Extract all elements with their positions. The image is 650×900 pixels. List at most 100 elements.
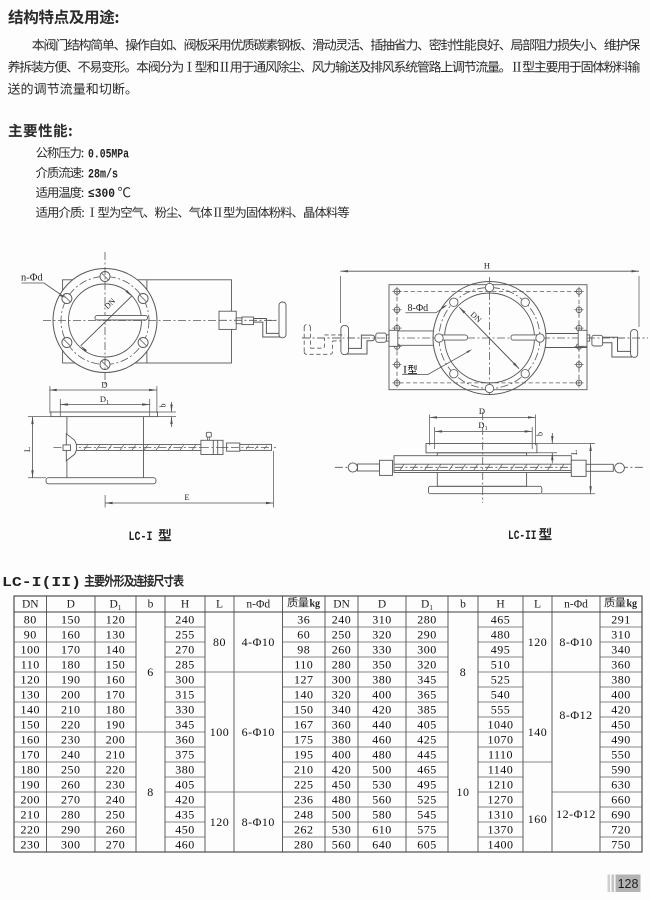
svg-text:98: 98 — [297, 642, 310, 656]
svg-text:250: 250 — [61, 762, 81, 776]
svg-text:375: 375 — [175, 747, 195, 761]
svg-text:240: 240 — [61, 747, 81, 761]
svg-text:220: 220 — [106, 762, 126, 776]
svg-text:1110: 1110 — [488, 747, 513, 761]
svg-text:n-Φd: n-Φd — [246, 599, 270, 611]
svg-text:200: 200 — [61, 687, 81, 701]
svg-text:330: 330 — [372, 642, 392, 656]
svg-text:345: 345 — [417, 672, 437, 686]
svg-text:150: 150 — [106, 657, 126, 671]
svg-text:110: 110 — [294, 657, 313, 671]
svg-text:150: 150 — [61, 612, 81, 626]
svg-text:b: b — [460, 599, 466, 611]
svg-text:28m/s: 28m/s — [88, 167, 118, 181]
svg-text:240: 240 — [175, 612, 195, 626]
svg-text:225: 225 — [294, 777, 314, 791]
svg-text:1310: 1310 — [488, 807, 514, 821]
svg-text:750: 750 — [611, 837, 631, 851]
svg-text:285: 285 — [175, 657, 195, 671]
svg-text:450: 450 — [332, 777, 352, 791]
svg-text:100: 100 — [21, 642, 41, 656]
svg-text:220: 220 — [61, 717, 81, 731]
svg-text:290: 290 — [61, 822, 81, 836]
svg-text:280: 280 — [294, 837, 314, 851]
svg-text:460: 460 — [372, 732, 392, 746]
svg-text:b: b — [536, 432, 545, 436]
svg-text:1210: 1210 — [488, 777, 514, 791]
svg-text:300: 300 — [417, 642, 437, 656]
svg-text:360: 360 — [332, 717, 352, 731]
svg-text:H: H — [181, 599, 189, 611]
svg-text:290: 290 — [417, 627, 437, 641]
svg-text:260: 260 — [106, 822, 126, 836]
svg-text:330: 330 — [175, 702, 195, 716]
svg-text:8-Φ12: 8-Φ12 — [559, 708, 592, 722]
svg-text:385: 385 — [417, 702, 437, 716]
svg-text:525: 525 — [417, 792, 437, 806]
svg-text:300: 300 — [332, 672, 352, 686]
svg-text:8: 8 — [147, 785, 154, 799]
svg-text:195: 195 — [294, 747, 314, 761]
svg-text:190: 190 — [21, 777, 41, 791]
svg-text:280: 280 — [417, 612, 437, 626]
svg-text:1400: 1400 — [488, 837, 514, 851]
svg-text:525: 525 — [491, 672, 511, 686]
svg-text:1270: 1270 — [488, 792, 514, 806]
svg-text:kg: kg — [627, 599, 638, 610]
svg-text:36: 36 — [297, 612, 310, 626]
svg-text:110: 110 — [21, 657, 40, 671]
svg-text:DN: DN — [469, 310, 484, 325]
svg-text:500: 500 — [372, 762, 392, 776]
svg-text:140: 140 — [528, 725, 548, 739]
svg-text:128: 128 — [618, 877, 639, 891]
svg-text:560: 560 — [332, 837, 352, 851]
svg-text:167: 167 — [294, 717, 314, 731]
svg-text:250: 250 — [106, 807, 126, 821]
svg-text:540: 540 — [491, 687, 511, 701]
svg-text:DN: DN — [22, 599, 39, 611]
svg-text:310: 310 — [611, 627, 631, 641]
svg-text:530: 530 — [332, 822, 352, 836]
svg-text:8: 8 — [460, 665, 467, 679]
svg-text:580: 580 — [372, 807, 392, 821]
svg-text:1370: 1370 — [488, 822, 514, 836]
svg-text:1070: 1070 — [488, 732, 514, 746]
svg-text:270: 270 — [106, 837, 126, 851]
svg-text:420: 420 — [611, 702, 631, 716]
svg-text:170: 170 — [21, 747, 41, 761]
svg-text:D: D — [378, 599, 386, 611]
svg-text:345: 345 — [175, 717, 195, 731]
svg-text:120: 120 — [210, 815, 230, 829]
svg-text:380: 380 — [175, 762, 195, 776]
svg-text:340: 340 — [611, 642, 631, 656]
svg-text:400: 400 — [332, 747, 352, 761]
svg-text:250: 250 — [332, 627, 352, 641]
svg-text:D: D — [67, 599, 75, 611]
svg-text:170: 170 — [106, 687, 126, 701]
svg-text:605: 605 — [417, 837, 437, 851]
svg-text:1140: 1140 — [488, 762, 514, 776]
svg-text:400: 400 — [611, 687, 631, 701]
svg-text:E: E — [184, 492, 189, 502]
svg-text:170: 170 — [61, 642, 81, 656]
svg-text:160: 160 — [106, 672, 126, 686]
svg-text:300: 300 — [175, 672, 195, 686]
svg-text:6: 6 — [147, 665, 154, 679]
svg-text:590: 590 — [611, 762, 631, 776]
svg-text:380: 380 — [611, 672, 631, 686]
svg-text:12-Φ12: 12-Φ12 — [556, 807, 596, 821]
svg-text:180: 180 — [61, 657, 81, 671]
svg-text:0.05MPa: 0.05MPa — [88, 147, 129, 161]
svg-text:480: 480 — [491, 627, 511, 641]
svg-text:255: 255 — [175, 627, 195, 641]
svg-text:320: 320 — [417, 657, 437, 671]
svg-text:630: 630 — [611, 777, 631, 791]
svg-text:8-Φ10: 8-Φ10 — [559, 635, 592, 649]
svg-text:D: D — [101, 380, 107, 390]
svg-text:80: 80 — [24, 612, 37, 626]
svg-text:H: H — [484, 261, 490, 271]
svg-text:380: 380 — [332, 732, 352, 746]
svg-text:500: 500 — [332, 807, 352, 821]
svg-text:6-Φ10: 6-Φ10 — [242, 725, 275, 739]
svg-text:150: 150 — [21, 717, 41, 731]
